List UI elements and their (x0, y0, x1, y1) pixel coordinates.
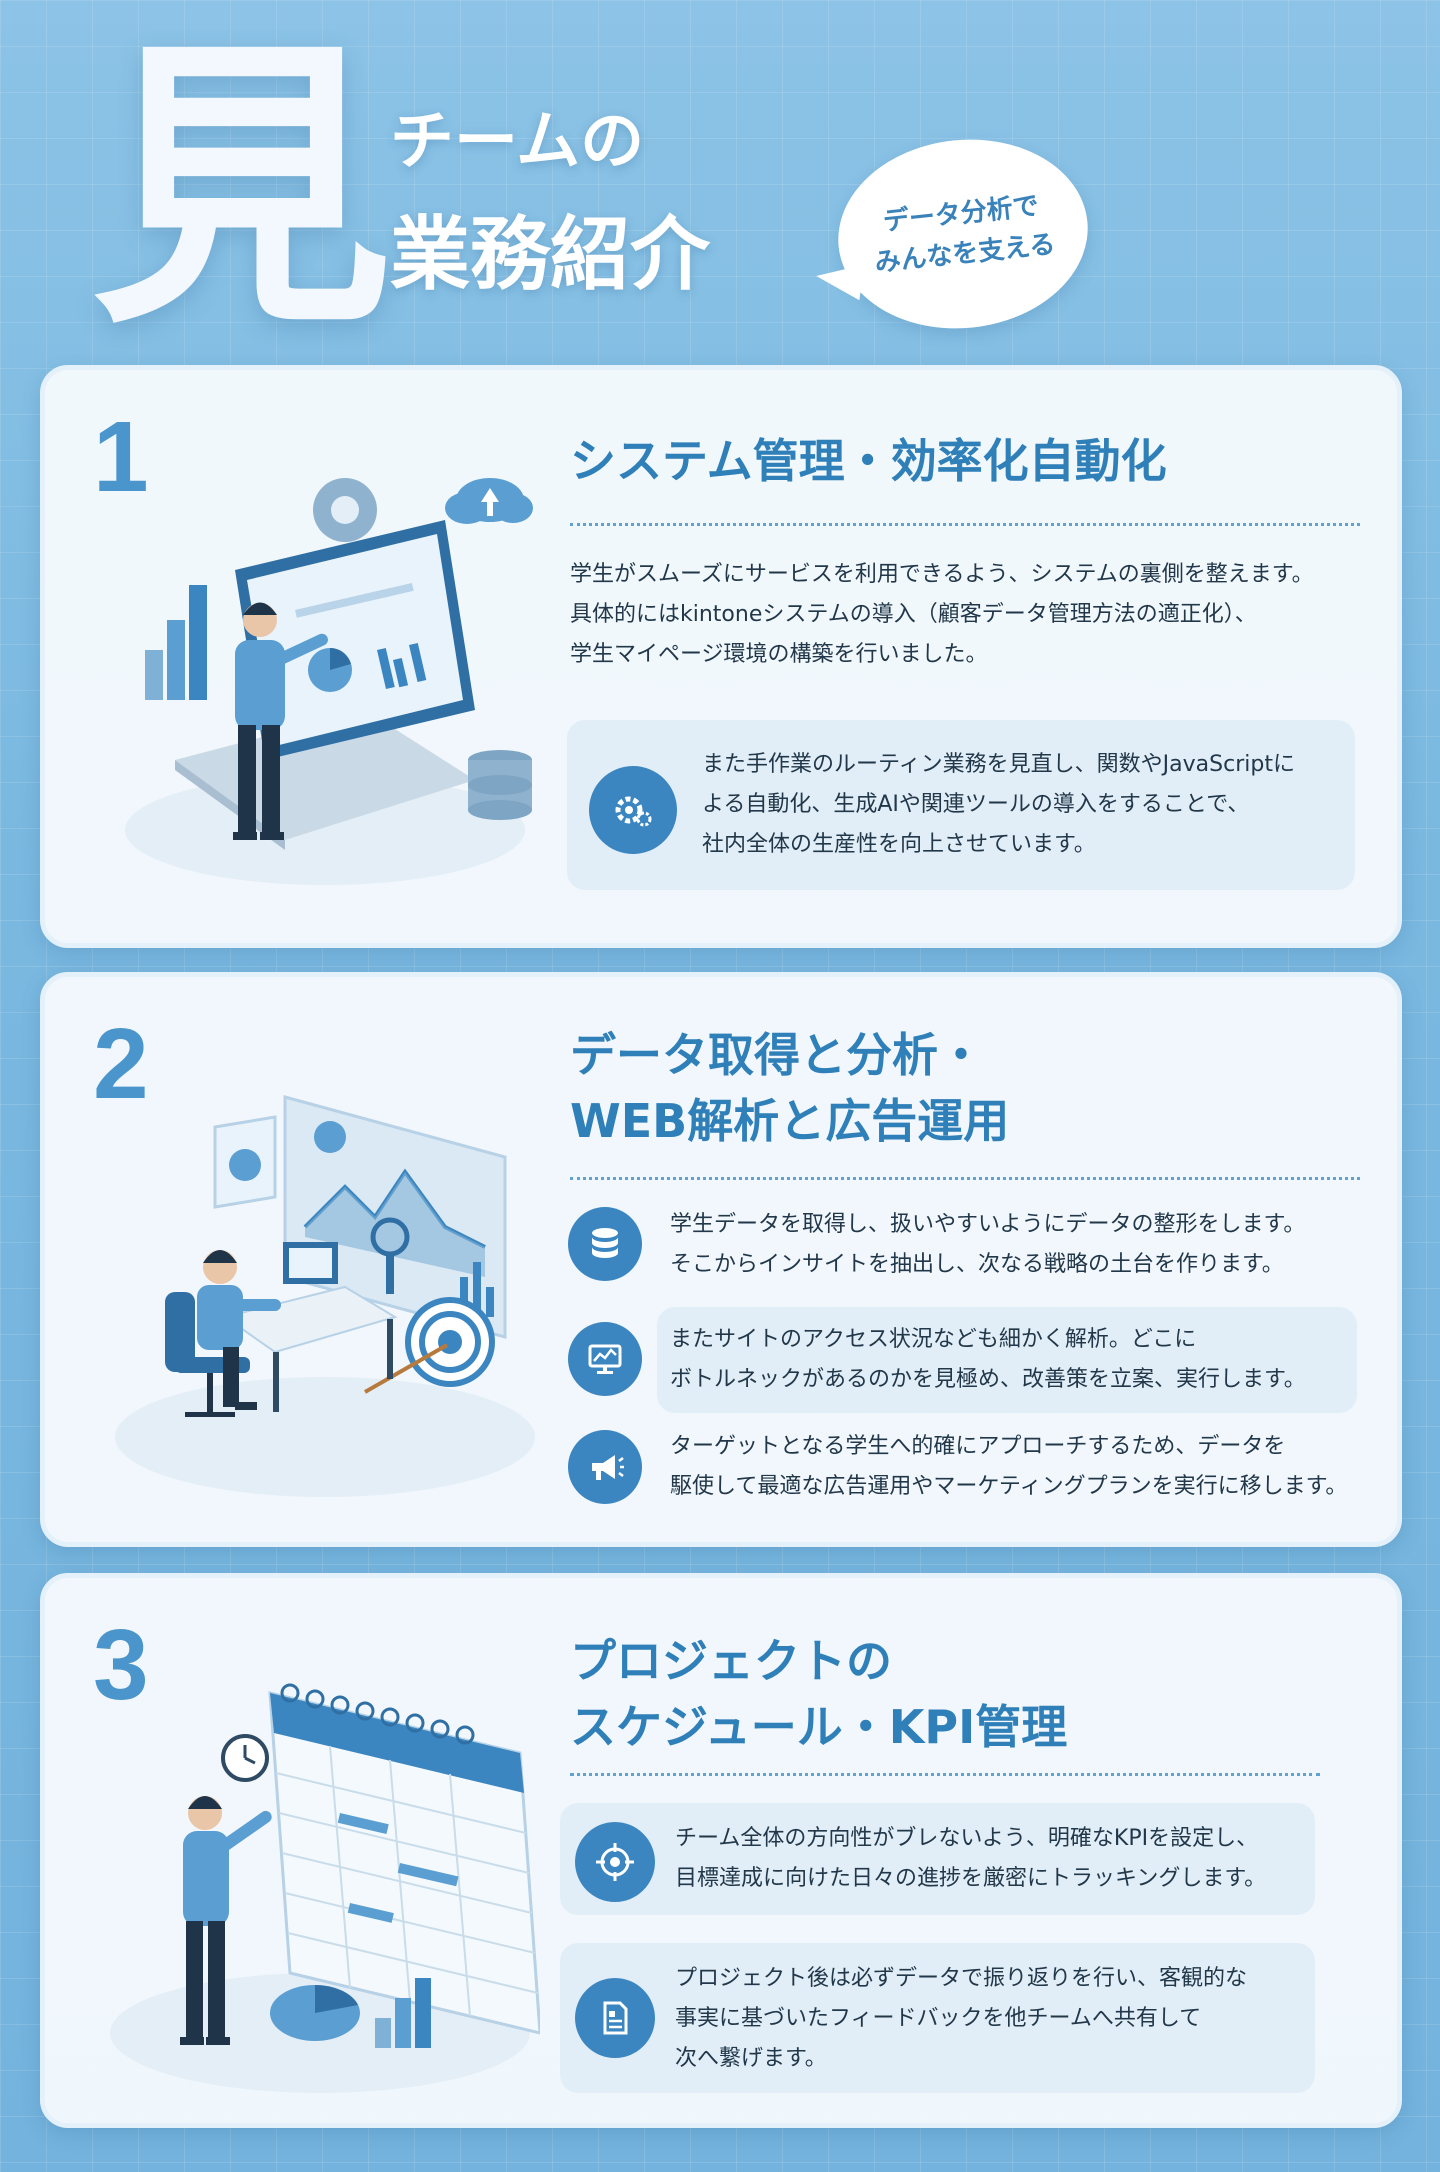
item-text: プロジェクト後は必ずデータで振り返りを行い、客観的な 事実に基づいたフィードバッ… (675, 1966, 1248, 2071)
highlight-box (657, 1307, 1357, 1413)
header-title-line2: 業務紹介 (390, 208, 710, 301)
highlight-box: プロジェクト後は必ずデータで振り返りを行い、客観的な 事実に基づいたフィードバッ… (560, 1943, 1315, 2093)
dotted-divider (570, 523, 1360, 526)
section-number: 3 (93, 1609, 149, 1721)
section-title: システム管理・効率化自動化 (570, 434, 1167, 488)
calendar-illustration (110, 1683, 540, 2093)
page-header: 見 チームの 業務紹介 データ分析で みんなを支える (0, 0, 1440, 350)
target-icon (575, 1822, 655, 1902)
item-text: 学生データを取得し、扱いやすいようにデータの整形をします。 そこからインサイトを… (670, 1212, 1306, 1277)
speech-bubble: データ分析で みんなを支える (828, 127, 1098, 341)
header-big-kanji: 見 (92, 15, 392, 364)
section-title: データ取得と分析・ WEB解析と広告運用 (570, 1028, 1010, 1148)
dotted-divider (570, 1773, 1320, 1776)
report-document-icon (575, 1978, 655, 2058)
item-text: またサイトのアクセス状況なども細かく解析。どこに ボトルネックがあるのかを見極め… (670, 1327, 1306, 1392)
section-number: 2 (93, 1008, 149, 1120)
data-analysis-illustration (115, 1095, 535, 1497)
header-title-line1: チームの (390, 105, 645, 179)
section-number: 1 (93, 401, 149, 513)
section-card-3: 3 (40, 1573, 1402, 2128)
megaphone-icon (568, 1430, 642, 1504)
section-card-1: 1 (40, 365, 1402, 948)
laptop-illustration (125, 478, 533, 885)
highlight-box: また手作業のルーティン業務を見直し、関数やJavaScriptに よる自動化、生… (567, 720, 1355, 890)
highlight-box: チーム全体の方向性がブレないよう、明確なKPIを設定し、 目標達成に向けた日々の… (560, 1803, 1315, 1915)
database-icon (568, 1207, 642, 1281)
item-text: ターゲットとなる学生へ的確にアプローチするため、データを 駆使して最適な広告運用… (670, 1434, 1348, 1499)
analytics-monitor-icon (568, 1322, 642, 1396)
section-title: プロジェクトの スケジュール・KPI管理 (570, 1634, 1068, 1754)
gear-icon (589, 766, 677, 854)
section-card-2: 2 (40, 972, 1402, 1547)
section-description: 学生がスムーズにサービスを利用できるよう、システムの裏側を整えます。 具体的には… (570, 562, 1314, 667)
dotted-divider (570, 1177, 1360, 1180)
highlight-text: また手作業のルーティン業務を見直し、関数やJavaScriptに よる自動化、生… (702, 752, 1295, 857)
item-text: チーム全体の方向性がブレないよう、明確なKPIを設定し、 目標達成に向けた日々の… (675, 1826, 1267, 1891)
